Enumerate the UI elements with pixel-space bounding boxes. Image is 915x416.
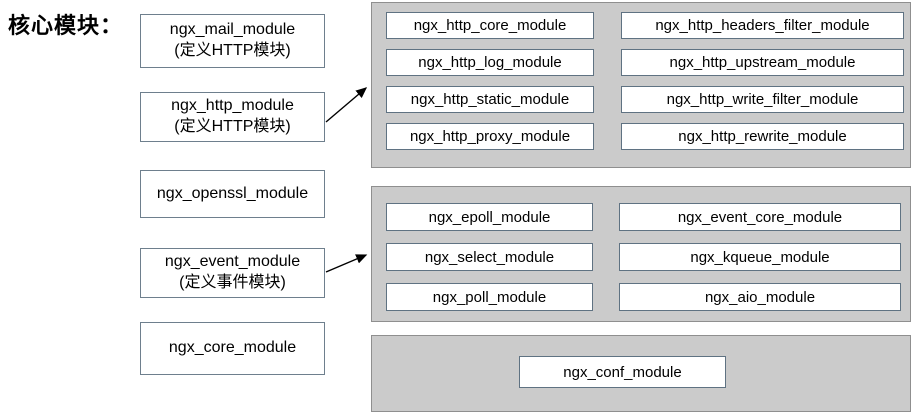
http-modules-panel: ngx_http_core_module ngx_http_log_module… [371, 2, 911, 168]
module-name: ngx_mail_module [169, 21, 296, 39]
http-module-box: ngx_http_upstream_module [621, 49, 904, 76]
page-title: 核心模块： [8, 13, 124, 38]
module-name: ngx_core_module [168, 339, 297, 357]
module-name: ngx_openssl_module [156, 184, 309, 202]
http-module-box: ngx_http_rewrite_module [621, 123, 904, 150]
event-module-box: ngx_event_core_module [619, 203, 901, 231]
http-module-box: ngx_http_headers_filter_module [621, 12, 904, 39]
http-module-box: ngx_http_log_module [386, 49, 594, 76]
event-modules-panel: ngx_epoll_module ngx_select_module ngx_p… [371, 186, 911, 322]
module-note: (定义事件模块) [179, 274, 286, 291]
event-module-box: ngx_epoll_module [386, 203, 593, 231]
module-note: (定义HTTP模块) [174, 42, 291, 59]
http-module-box: ngx_http_proxy_module [386, 123, 594, 150]
http-module-box: ngx_http_write_filter_module [621, 86, 904, 113]
core-module-box-http: ngx_http_module (定义HTTP模块) [140, 92, 325, 142]
core-module-box-mail: ngx_mail_module (定义HTTP模块) [140, 14, 325, 68]
conf-module-box: ngx_conf_module [519, 356, 726, 388]
core-module-box-core: ngx_core_module [140, 322, 325, 375]
module-name: ngx_http_module [171, 97, 294, 115]
arrow-event-to-event-panel [325, 254, 368, 273]
core-module-box-event: ngx_event_module (定义事件模块) [140, 248, 325, 298]
arrow-http-to-http-panel [325, 87, 368, 123]
conf-module-panel: ngx_conf_module [371, 335, 911, 412]
module-name: ngx_event_module [164, 253, 301, 271]
core-module-box-openssl: ngx_openssl_module [140, 170, 325, 218]
event-module-box: ngx_aio_module [619, 283, 901, 311]
event-module-box: ngx_kqueue_module [619, 243, 901, 271]
module-note: (定义HTTP模块) [174, 118, 291, 135]
event-module-box: ngx_poll_module [386, 283, 593, 311]
event-module-box: ngx_select_module [386, 243, 593, 271]
http-module-box: ngx_http_static_module [386, 86, 594, 113]
http-module-box: ngx_http_core_module [386, 12, 594, 39]
